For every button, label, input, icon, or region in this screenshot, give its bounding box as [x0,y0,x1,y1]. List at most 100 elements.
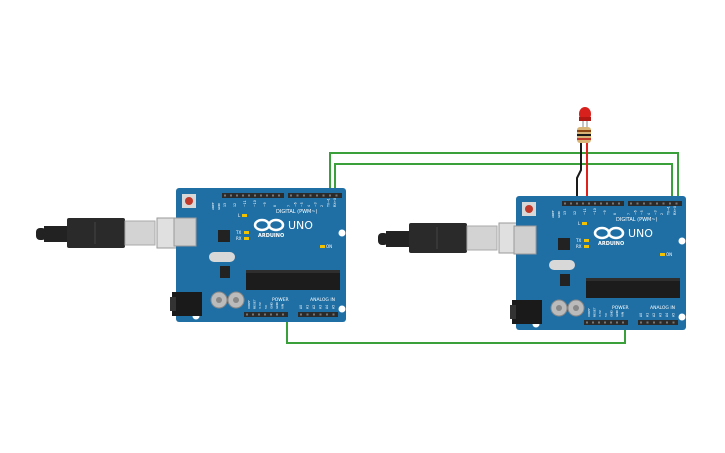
usb-cable-left[interactable] [36,217,196,249]
header-pin[interactable] [598,321,600,324]
power-pin-label: IOREF [247,300,251,309]
usb-jack [173,217,197,247]
header-pin[interactable] [236,194,238,197]
wire-green-gnd[interactable] [286,318,626,344]
power-jack [172,292,202,316]
header-pin[interactable] [600,202,602,205]
wire-green-tx-rx[interactable] [329,152,679,200]
digital-pin-label: ~10 [593,208,597,215]
tx-led-label: TX [575,238,581,243]
power-pin-label: 3.3V [598,309,602,317]
red-led[interactable] [579,107,591,127]
header-pin[interactable] [622,321,624,324]
header-pin[interactable] [636,202,639,205]
header-pin[interactable] [570,202,572,205]
header-pin[interactable] [592,321,594,324]
header-pin[interactable] [659,321,662,324]
wire-green-rx-tx[interactable] [334,163,673,200]
model-label: UNO [288,219,313,232]
header-pin[interactable] [610,321,612,324]
header-pin[interactable] [252,313,254,316]
brand-label: ARDUINO [258,233,284,239]
power-pin-label: 5V [264,304,268,309]
header-pin[interactable] [282,313,284,316]
power-pin-label: RESET [253,299,257,309]
power-pin-label: VIN [621,312,625,317]
header-pin[interactable] [303,194,305,197]
header-pin[interactable] [296,194,299,197]
analog-pin-label: A1 [306,305,310,309]
header-pin[interactable] [242,194,244,197]
header-pin[interactable] [230,194,232,197]
analog-pin-label: A3 [319,305,323,309]
header-pin[interactable] [643,202,645,205]
power-pin-label: GND [275,301,279,309]
digital-header-2 [288,193,342,198]
arduino-uno-board-right[interactable]: DIGITAL (PWM~) ARDUINO UNO L TX RX ON PO… [510,196,686,330]
header-pin[interactable] [329,194,331,197]
header-pin[interactable] [326,313,328,316]
resistor[interactable] [577,127,591,143]
mounting-hole [678,237,686,245]
header-pin[interactable] [564,202,566,205]
header-pin[interactable] [258,313,260,316]
header-pin[interactable] [246,313,248,316]
header-pin[interactable] [316,194,318,197]
header-pin[interactable] [254,194,256,197]
header-pin[interactable] [616,321,618,324]
header-pin[interactable] [272,194,274,197]
aref-gnd-label: GND [557,210,561,218]
header-pin[interactable] [260,194,262,197]
header-pin[interactable] [656,202,658,205]
usb-chip [558,238,570,250]
header-pin[interactable] [248,194,250,197]
header-pin[interactable] [646,321,649,324]
analog-pin-label: A2 [652,313,656,317]
header-pin[interactable] [669,202,671,205]
header-pin[interactable] [319,313,322,316]
header-pin[interactable] [276,313,278,316]
digital-pin-label: 12 [233,203,237,207]
header-pin[interactable] [313,313,315,316]
analog-pin-label: A0 [299,305,303,309]
digital-pin-label: ~5 [640,210,644,215]
header-pin[interactable] [270,313,272,316]
header-pin[interactable] [675,202,678,205]
header-pin[interactable] [666,321,668,324]
digital-header-1 [562,201,624,206]
wire-black-led[interactable] [576,138,582,205]
header-pin[interactable] [264,313,266,316]
header-pin[interactable] [588,202,590,205]
header-pin[interactable] [594,202,596,205]
header-pin[interactable] [606,202,608,205]
header-pin[interactable] [300,313,302,316]
header-pin[interactable] [649,202,652,205]
voltage-regulator [560,274,570,286]
arduino-uno-board-left[interactable]: DIGITAL (PWM~) ARDUINO UNO L TX RX ON [170,188,346,322]
digital-pin-label: TX→1 [667,206,671,216]
header-pin[interactable] [306,313,309,316]
header-pin[interactable] [224,194,226,197]
header-pin[interactable] [612,202,614,205]
header-pin[interactable] [278,194,280,197]
header-pin[interactable] [662,202,665,205]
digital-header-label: DIGITAL (PWM~) [616,217,658,223]
header-pin[interactable] [322,194,325,197]
header-pin[interactable] [630,202,632,205]
header-pin[interactable] [335,194,338,197]
voltage-regulator [220,266,230,278]
header-pin[interactable] [266,194,268,197]
header-pin[interactable] [672,321,675,324]
header-pin[interactable] [576,202,578,205]
header-pin[interactable] [290,194,292,197]
header-pin[interactable] [309,194,312,197]
header-pin[interactable] [653,321,655,324]
header-pin[interactable] [586,321,588,324]
header-pin[interactable] [582,202,584,205]
header-pin[interactable] [640,321,642,324]
usb-cable-right[interactable] [378,222,538,254]
header-pin[interactable] [618,202,620,205]
header-pin[interactable] [604,321,606,324]
header-pin[interactable] [332,313,335,316]
power-pin-label: VIN [281,304,285,309]
